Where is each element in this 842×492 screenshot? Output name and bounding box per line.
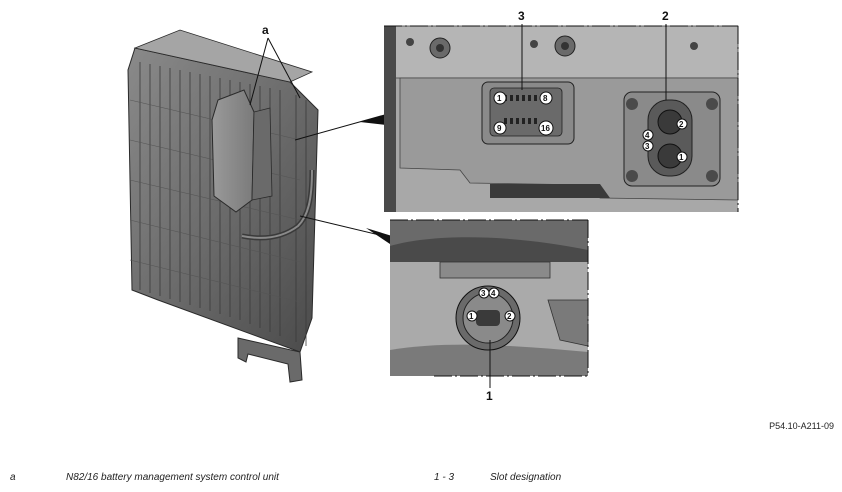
- legend-key-a: a: [10, 472, 16, 483]
- detail-view-connectors-2-3: 1 8 9 16 2 1 4 3: [384, 25, 739, 212]
- connector-1-pin-1: 1: [469, 312, 474, 321]
- legend-text-a: N82/16 battery management system control…: [66, 472, 279, 483]
- callout-3-label: 3: [518, 9, 525, 23]
- detail-view-connector-1: 1 2 3 4: [390, 220, 589, 376]
- connector-3-pin-9: 9: [497, 124, 502, 133]
- connector-2: 2 1 4 3: [623, 91, 721, 187]
- battery-module: [127, 29, 319, 383]
- callout-1-label: 1: [486, 389, 493, 403]
- connector-1-pin-2: 2: [507, 312, 512, 321]
- connector-2-pin-2: 2: [679, 120, 684, 129]
- zoom-leaders: [294, 113, 393, 244]
- callout-2: 2: [662, 9, 669, 100]
- connector-3: 1 8 9 16: [481, 81, 575, 145]
- connector-1-pin-4: 4: [491, 289, 496, 298]
- legend-key-1-3: 1 - 3: [434, 472, 455, 483]
- callout-1: 1: [486, 340, 493, 403]
- connector-2-pin-4: 4: [645, 131, 650, 140]
- connector-3-pin-1: 1: [497, 94, 502, 103]
- callout-2-label: 2: [662, 9, 669, 23]
- connector-2-pin-3: 3: [645, 142, 650, 151]
- figure-id: P54.10-A211-09: [769, 421, 834, 431]
- connector-1: 1 2 3 4: [455, 285, 521, 351]
- callout-3: 3: [518, 9, 525, 90]
- connector-2-pin-1: 1: [679, 153, 684, 162]
- connector-3-pin-8: 8: [543, 94, 548, 103]
- legend-text-1-3: Slot designation: [490, 472, 562, 483]
- bms-control-unit: [211, 89, 273, 213]
- connector-1-pin-3: 3: [481, 289, 486, 298]
- callout-a-label: a: [262, 23, 269, 37]
- connector-3-pin-16: 16: [541, 124, 550, 133]
- mounting-bracket: [237, 337, 303, 383]
- callout-a: a: [249, 23, 301, 106]
